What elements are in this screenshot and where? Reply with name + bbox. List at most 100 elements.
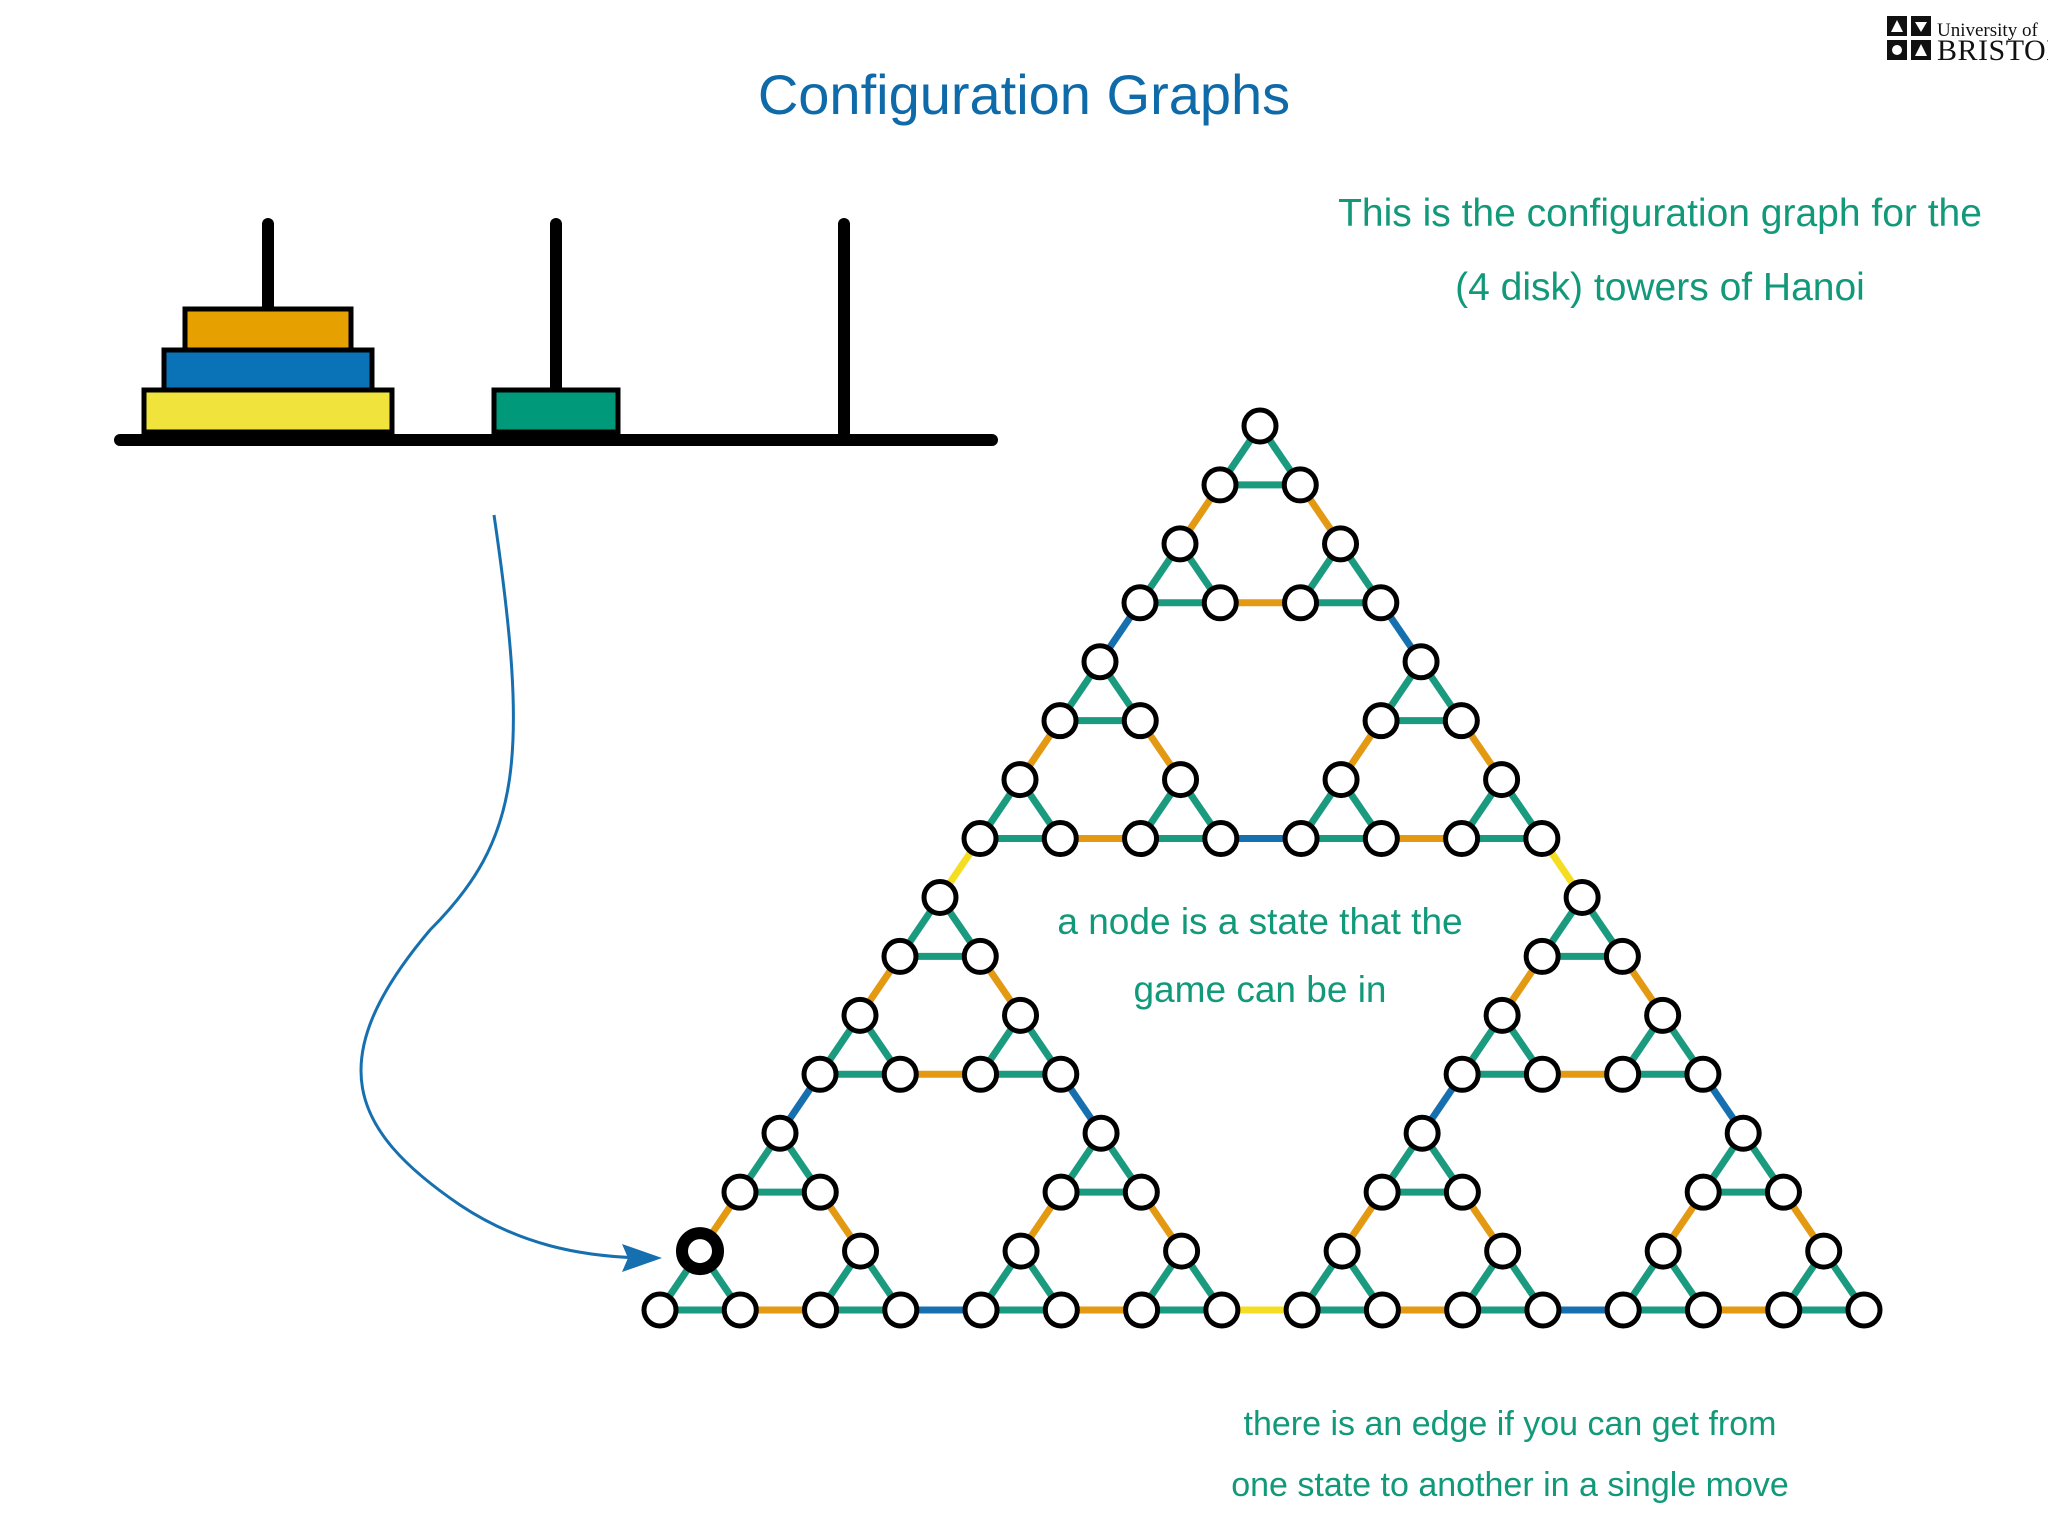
graph-node: [1161, 525, 1199, 563]
graph-node: [962, 1055, 1000, 1093]
graph-node: [1523, 820, 1561, 858]
disk-2: [182, 306, 354, 353]
graph-node: [1764, 1173, 1802, 1211]
graph-node: [1484, 1232, 1522, 1270]
caption-middle-line-1: a node is a state that the: [1057, 901, 1463, 942]
graph-node: [1041, 820, 1079, 858]
graph-nodes: [641, 407, 1883, 1329]
graph-node: [1042, 1173, 1080, 1211]
graph-node: [1483, 761, 1521, 799]
graph-node: [1001, 761, 1039, 799]
graph-node: [882, 1291, 920, 1329]
graph-node: [1362, 820, 1400, 858]
graph-node: [1362, 702, 1400, 740]
graph-node: [1201, 584, 1239, 622]
graph-node: [1121, 584, 1159, 622]
graph-node: [1402, 643, 1440, 681]
graph-node: [1163, 1232, 1201, 1270]
graph-node: [1323, 1232, 1361, 1270]
graph-node: [1644, 1232, 1682, 1270]
graph-node: [1282, 584, 1320, 622]
graph-node: [1202, 820, 1240, 858]
graph-node: [961, 937, 999, 975]
graph-node: [1122, 1173, 1160, 1211]
graph-node: [1684, 1055, 1722, 1093]
graph-node: [1122, 820, 1160, 858]
graph-node: [1724, 1114, 1762, 1152]
graph-node: [1443, 1173, 1481, 1211]
graph-node: [1121, 702, 1159, 740]
graph-node: [1201, 466, 1239, 504]
graph-node: [1322, 761, 1360, 799]
logo-line-2: BRISTOL: [1937, 34, 2048, 67]
graph-node: [841, 996, 879, 1034]
graph-node: [1282, 820, 1320, 858]
graph-node: [1042, 1055, 1080, 1093]
graph-node: [761, 1114, 799, 1152]
graph-node: [1805, 1232, 1843, 1270]
caption-top-line-1: This is the configuration graph for the: [1338, 192, 1982, 235]
caption-edge-definition: there is an edge if you can get from one…: [1170, 1394, 1850, 1516]
graph-node: [1523, 937, 1561, 975]
slide-title: Configuration Graphs: [757, 63, 1291, 126]
graph-node: [801, 1055, 839, 1093]
graph-node: [1524, 1291, 1562, 1329]
graph-node: [1081, 643, 1119, 681]
graph-node: [881, 937, 919, 975]
university-logo: University of BRISTOL: [1885, 14, 2048, 67]
graph-node: [1363, 1291, 1401, 1329]
graph-node: [802, 1291, 840, 1329]
graph-node: [962, 1291, 1000, 1329]
graph-node: [1442, 702, 1480, 740]
arrow-head: [622, 1244, 662, 1272]
graph-node: [1363, 1173, 1401, 1211]
graph-node: [1403, 1114, 1441, 1152]
disk-1: [491, 387, 621, 435]
caption-middle-line-2: game can be in: [1133, 969, 1387, 1010]
crest-icon: [1887, 16, 1931, 60]
graph-node: [1443, 1055, 1481, 1093]
graph-node: [1322, 525, 1360, 563]
graph-node: [1563, 878, 1601, 916]
graph-node: [1604, 1291, 1642, 1329]
caption-bottom-line-1: there is an edge if you can get from: [1243, 1405, 1777, 1443]
graph-node: [1765, 1291, 1803, 1329]
graph-node: [1603, 937, 1641, 975]
graph-node: [1604, 1055, 1642, 1093]
logo-line-1: University of: [1937, 20, 2038, 41]
graph-node: [1002, 996, 1040, 1034]
graph-node: [842, 1232, 880, 1270]
graph-node: [1283, 1291, 1321, 1329]
graph-node: [1281, 466, 1319, 504]
graph-node: [721, 1173, 759, 1211]
graph-edges: [657, 424, 1867, 1314]
graph-node: [721, 1291, 759, 1329]
graph-node: [1362, 584, 1400, 622]
graph-node: [1123, 1291, 1161, 1329]
graph-node: [1444, 1291, 1482, 1329]
graph-node: [801, 1173, 839, 1211]
graph-node: [1041, 702, 1079, 740]
graph-node: [881, 1055, 919, 1093]
graph-node: [1684, 1291, 1722, 1329]
graph-node: [1644, 996, 1682, 1034]
disk-3: [161, 347, 375, 393]
graph-node: [1241, 407, 1279, 445]
graph-node: [1042, 1291, 1080, 1329]
graph-node: [1162, 761, 1200, 799]
graph-node: [1203, 1291, 1241, 1329]
graph-node: [1002, 1232, 1040, 1270]
arrow-line: [359, 514, 641, 1260]
graph-node: [1845, 1291, 1883, 1329]
graph-node: [1483, 996, 1521, 1034]
graph-node: [1684, 1173, 1722, 1211]
caption-bottom-line-2: one state to another in a single move: [1231, 1466, 1789, 1504]
graph-node: [1443, 820, 1481, 858]
current-state-node: [676, 1227, 724, 1276]
caption-graph-description: This is the configuration graph for the …: [1290, 177, 2030, 325]
graph-node: [1523, 1055, 1561, 1093]
